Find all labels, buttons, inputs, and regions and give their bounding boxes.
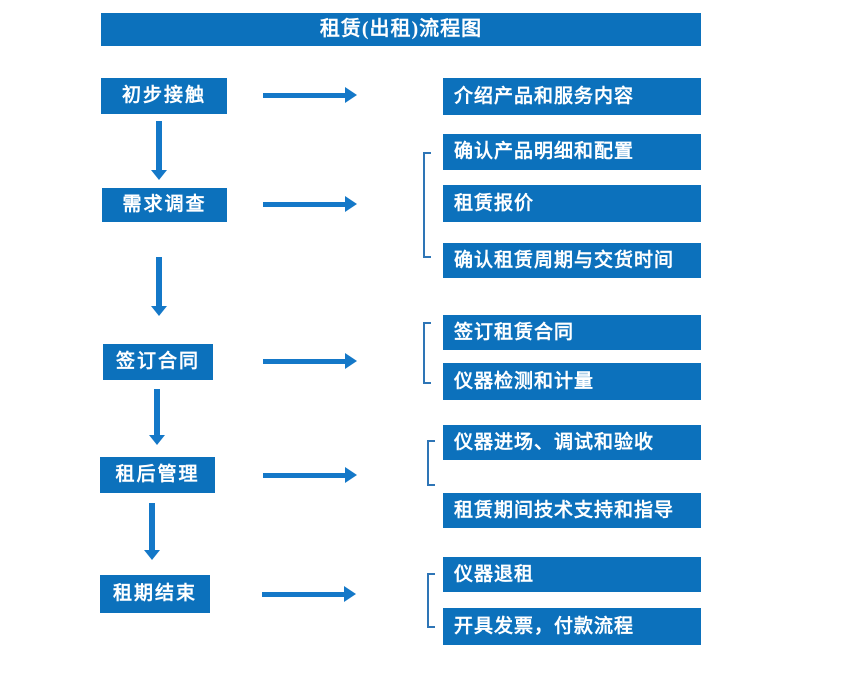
detail-invoice-payment: 开具发票，付款流程 — [443, 608, 701, 645]
right-arrow-icon — [263, 196, 357, 212]
arrow-shaft — [154, 389, 160, 436]
arrow-head — [151, 306, 167, 316]
arrow-head — [151, 170, 167, 180]
right-arrow-icon — [263, 87, 357, 103]
arrow-head — [345, 87, 357, 103]
group-bracket — [427, 573, 435, 628]
arrow-head — [149, 435, 165, 445]
down-arrow-icon — [151, 257, 167, 316]
arrow-head — [345, 353, 357, 369]
group-bracket — [423, 322, 431, 384]
detail-instrument-setup-acceptance: 仪器进场、调试和验收 — [443, 425, 701, 460]
step-demand-survey: 需求调查 — [102, 188, 227, 222]
flowchart-title: 租赁(出租)流程图 — [101, 13, 701, 46]
step-rental-end: 租期结束 — [100, 575, 210, 613]
down-arrow-icon — [151, 121, 167, 180]
arrow-shaft — [262, 592, 345, 597]
step-contract-signing: 签订合同 — [103, 344, 213, 380]
arrow-shaft — [156, 121, 162, 171]
detail-instrument-inspection: 仪器检测和计量 — [443, 363, 701, 400]
detail-rental-contract: 签订租赁合同 — [443, 315, 701, 350]
detail-product-config: 确认产品明细和配置 — [443, 134, 701, 170]
arrow-head — [144, 550, 160, 560]
detail-rental-period-delivery: 确认租赁周期与交货时间 — [443, 243, 701, 278]
detail-tech-support: 租赁期间技术支持和指导 — [443, 493, 701, 528]
arrow-shaft — [263, 93, 346, 98]
step-initial-contact: 初步接触 — [101, 78, 227, 114]
arrow-shaft — [263, 359, 346, 364]
arrow-shaft — [263, 202, 346, 207]
arrow-shaft — [263, 473, 346, 478]
right-arrow-icon — [263, 353, 357, 369]
arrow-head — [344, 586, 356, 602]
step-post-rental-management: 租后管理 — [100, 457, 215, 493]
detail-rental-quote: 租赁报价 — [443, 185, 701, 222]
group-bracket — [427, 440, 435, 486]
arrow-head — [345, 196, 357, 212]
down-arrow-icon — [149, 389, 165, 445]
down-arrow-icon — [144, 503, 160, 560]
detail-service-intro: 介绍产品和服务内容 — [443, 78, 701, 115]
arrow-shaft — [156, 257, 162, 307]
detail-instrument-return: 仪器退租 — [443, 557, 701, 592]
group-bracket — [423, 152, 431, 258]
right-arrow-icon — [263, 467, 357, 483]
arrow-shaft — [149, 503, 155, 551]
arrow-head — [345, 467, 357, 483]
right-arrow-icon — [262, 586, 356, 602]
